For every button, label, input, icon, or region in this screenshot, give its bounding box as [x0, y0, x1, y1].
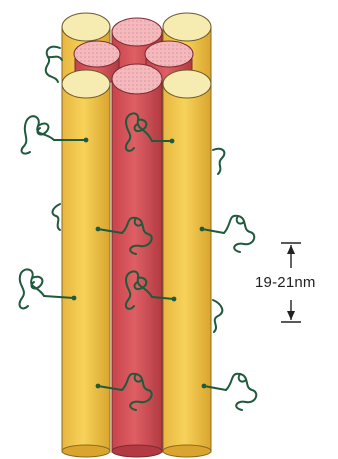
chain-left-2: [53, 204, 60, 230]
cap-back-left: [62, 13, 110, 41]
cap-front-right: [163, 70, 211, 98]
measurement-down-arrow: [287, 311, 295, 320]
cap-back-right: [163, 13, 211, 41]
front-rod-right: [163, 84, 211, 452]
chain-right-1: [213, 149, 224, 174]
front-rod-center: [112, 80, 162, 452]
cap-back-center: [112, 18, 162, 46]
front-rod-left-base: [62, 445, 110, 457]
chain-upper-left-back: [46, 47, 62, 82]
cap-front-center: [112, 64, 162, 94]
measurement-up-arrow: [287, 245, 295, 254]
front-rods: [62, 64, 211, 457]
cap-middle-right: [145, 41, 193, 67]
front-rod-center-base: [112, 445, 162, 457]
cap-front-left: [62, 70, 110, 98]
cap-middle-left: [74, 41, 120, 67]
chain-right-3: [213, 300, 222, 332]
measurement-label: 19-21nm: [255, 274, 316, 291]
front-rod-right-base: [163, 445, 211, 457]
